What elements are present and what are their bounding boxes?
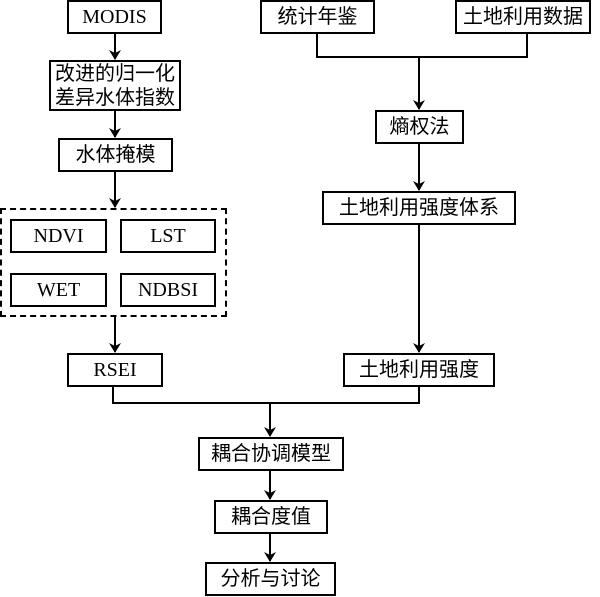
node-modis: MODIS bbox=[67, 0, 162, 34]
node-water-index: 改进的归一化 差异水体指数 bbox=[49, 60, 181, 111]
node-coupling-model: 耦合协调模型 bbox=[198, 437, 344, 471]
node-rsei: RSEI bbox=[67, 353, 163, 387]
node-water-index-line2: 差异水体指数 bbox=[55, 86, 175, 109]
indicator-group bbox=[0, 208, 227, 317]
node-coupling-value: 耦合度值 bbox=[214, 500, 328, 534]
node-land-use-intensity-system: 土地利用强度体系 bbox=[322, 191, 516, 225]
node-lst: LST bbox=[120, 219, 216, 253]
connector-branches-merge bbox=[112, 386, 420, 404]
node-land-use-intensity: 土地利用强度 bbox=[343, 353, 495, 387]
node-water-index-line1: 改进的归一化 bbox=[55, 62, 175, 85]
node-analysis-discussion: 分析与讨论 bbox=[205, 562, 336, 596]
node-statistical-yearbook: 统计年鉴 bbox=[260, 0, 375, 34]
node-land-use-data: 土地利用数据 bbox=[455, 0, 591, 34]
node-water-mask: 水体掩模 bbox=[58, 138, 173, 172]
node-ndbsi: NDBSI bbox=[120, 273, 216, 307]
connector-sources-merge bbox=[316, 33, 528, 58]
node-ndvi: NDVI bbox=[10, 219, 107, 253]
node-wet: WET bbox=[10, 273, 107, 307]
node-entropy-weight: 熵权法 bbox=[375, 110, 464, 144]
